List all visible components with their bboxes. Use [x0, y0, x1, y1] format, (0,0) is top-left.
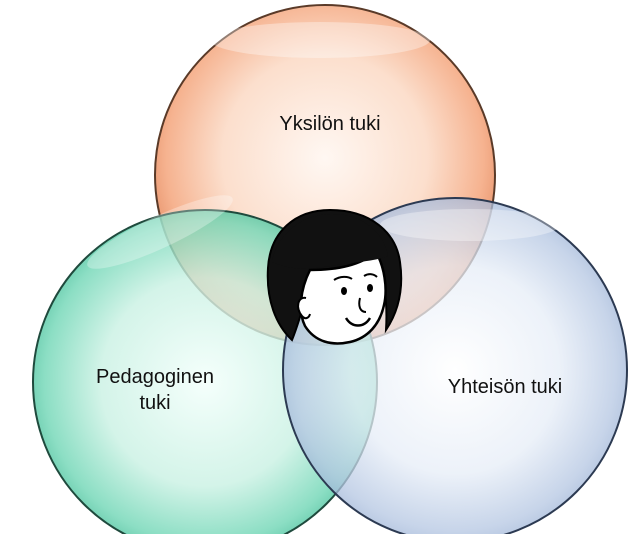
label-pedagoginen-line1: Pedagoginen	[96, 366, 214, 388]
shine-left	[87, 195, 233, 269]
label-yksilon-tuki: Yksilön tuki	[279, 113, 380, 135]
label-yhteison-tuki: Yhteisön tuki	[448, 376, 563, 398]
shine-right	[380, 209, 560, 241]
child-face-icon	[266, 208, 403, 345]
shine-top	[210, 22, 430, 58]
label-pedagoginen-line2: tuki	[139, 392, 170, 414]
